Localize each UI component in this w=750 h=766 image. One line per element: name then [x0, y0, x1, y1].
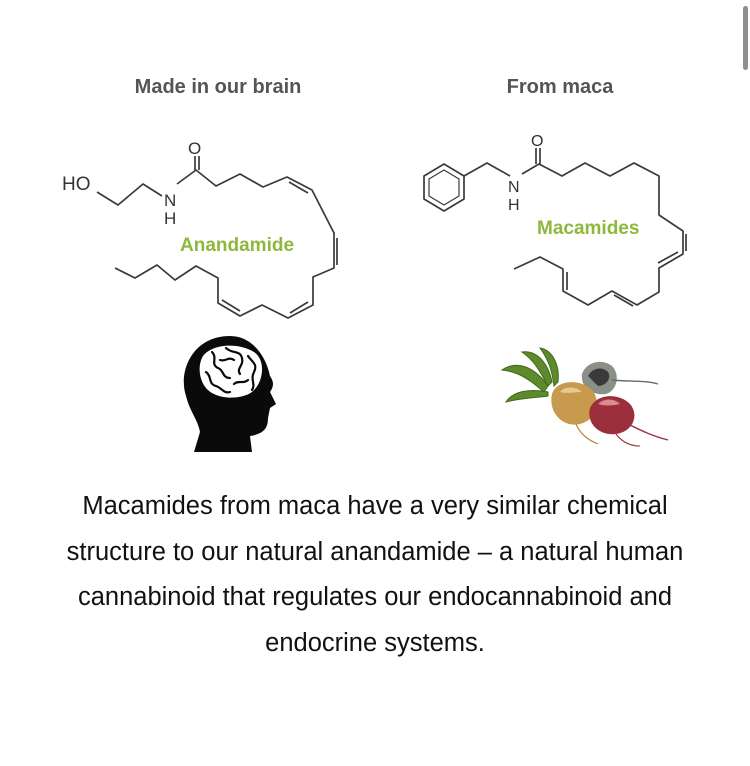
maca-roots-illustration — [500, 347, 669, 447]
macamide-structure — [423, 148, 687, 307]
figure-svg: HO O N H Anandamide O N H Macamides — [62, 133, 687, 452]
carbonyl-oxygen-label: O — [188, 139, 201, 158]
left-heading: Made in our brain — [134, 76, 302, 98]
macamide-oxygen-label: O — [531, 133, 543, 150]
scrollbar[interactable] — [743, 6, 748, 70]
anandamide-label: Anandamide — [180, 235, 294, 256]
comparison-figure: Made in our brain From maca HO O N H Ana… — [62, 76, 687, 452]
caption-text: Macamides from maca have a very similar … — [66, 492, 684, 657]
macamides-label: Macamides — [537, 218, 639, 239]
macamide-hydrogen-label: H — [508, 197, 520, 214]
brain-head-silhouette-icon — [183, 336, 276, 452]
hydroxyl-label: HO — [62, 174, 91, 195]
anandamide-structure — [96, 156, 338, 319]
right-heading: From maca — [506, 76, 614, 98]
amide-nitrogen-label: N — [164, 191, 176, 210]
amide-hydrogen-label: H — [164, 209, 176, 228]
macamide-nitrogen-label: N — [508, 179, 520, 196]
